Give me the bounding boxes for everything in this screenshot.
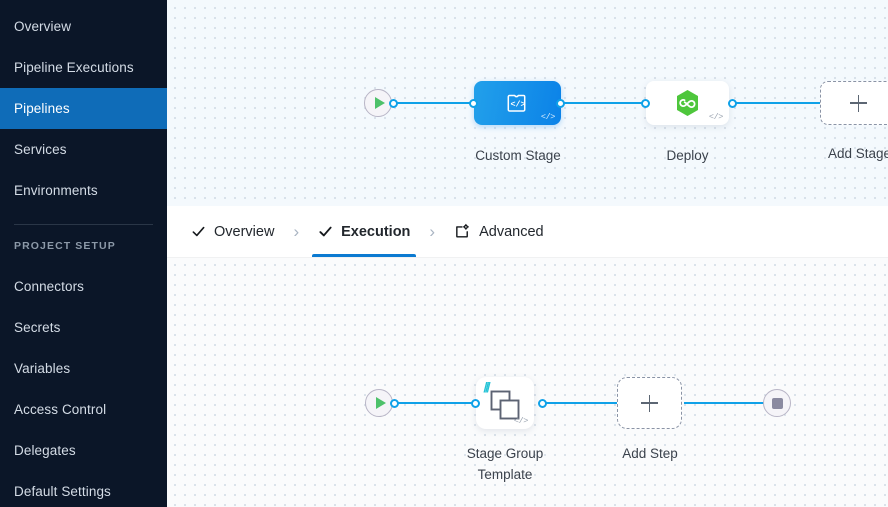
sidebar-item-label: Secrets bbox=[14, 320, 61, 335]
stage-node-custom-stage[interactable]: </> </> bbox=[474, 81, 561, 125]
add-step-button[interactable] bbox=[617, 377, 682, 429]
sidebar-item-label: Access Control bbox=[14, 402, 107, 417]
sidebar-item-connectors[interactable]: Connectors bbox=[0, 266, 167, 307]
port-deploy-in[interactable] bbox=[641, 99, 650, 108]
start-play-node[interactable] bbox=[365, 389, 393, 417]
port-stage-group-template-out[interactable] bbox=[538, 399, 547, 408]
tab-label: Advanced bbox=[479, 223, 544, 240]
sidebar-item-label: Delegates bbox=[14, 443, 76, 458]
plus-icon-vertical bbox=[857, 94, 860, 112]
step-label-stage-group-template: Stage Group Template bbox=[466, 446, 544, 482]
code-badge-icon: </> bbox=[513, 416, 529, 426]
plus-icon-vertical bbox=[648, 394, 651, 412]
edge-stage-group-template-to-add-step bbox=[543, 402, 617, 404]
stage-label-custom-stage: Custom Stage bbox=[475, 148, 561, 163]
stage-group-stacked-squares-icon bbox=[490, 390, 520, 419]
sidebar-item-overview[interactable]: Overview bbox=[0, 6, 167, 47]
tab-overview[interactable]: Overview bbox=[183, 206, 282, 257]
port-custom-stage-in[interactable] bbox=[469, 99, 478, 108]
tab-advanced[interactable]: Advanced bbox=[446, 206, 552, 257]
start-play-node[interactable] bbox=[364, 89, 392, 117]
sidebar-item-label: Connectors bbox=[14, 279, 85, 294]
edge-custom-stage-to-deploy bbox=[560, 102, 650, 104]
sidebar-item-label: Services bbox=[14, 142, 67, 157]
check-icon bbox=[319, 226, 332, 237]
play-icon bbox=[374, 97, 385, 109]
port-custom-stage-out[interactable] bbox=[556, 99, 565, 108]
sidebar-item-pipelines[interactable]: Pipelines bbox=[0, 88, 167, 129]
step-label-add-step: Add Step bbox=[622, 446, 678, 461]
stage-tab-bar: Overview › Execution › Advanced bbox=[167, 206, 888, 257]
port-stage-group-template-in[interactable] bbox=[471, 399, 480, 408]
sidebar-item-variables[interactable]: Variables bbox=[0, 348, 167, 389]
step-node-stage-group-template[interactable]: ||| </> bbox=[476, 377, 534, 429]
port-deploy-out[interactable] bbox=[728, 99, 737, 108]
edge-start-to-stage-group-template bbox=[395, 402, 479, 404]
step-graph-canvas[interactable]: ||| </> Stage Group Template Add Step bbox=[167, 257, 888, 507]
harness-cd-hexagon-icon bbox=[677, 90, 698, 116]
code-badge-icon: </> bbox=[708, 112, 724, 122]
sidebar-item-label: Pipeline Executions bbox=[14, 60, 134, 75]
stage-graph-canvas[interactable]: </> </> Custom Stage </> Deploy bbox=[167, 0, 888, 206]
stage-label-deploy: Deploy bbox=[666, 148, 709, 163]
stage-label-add-stage: Add Stage bbox=[827, 146, 888, 161]
tab-separator-2: › bbox=[429, 222, 436, 241]
custom-stage-icon: </> bbox=[507, 94, 525, 112]
sidebar-divider bbox=[14, 224, 153, 225]
sidebar-item-delegates[interactable]: Delegates bbox=[0, 430, 167, 471]
stop-icon bbox=[771, 397, 783, 409]
port-start-out[interactable] bbox=[389, 99, 398, 108]
main-content: </> </> Custom Stage </> Deploy bbox=[167, 0, 888, 507]
end-stop-node[interactable] bbox=[763, 389, 791, 417]
play-icon bbox=[375, 397, 386, 409]
tab-label: Execution bbox=[341, 223, 411, 240]
advanced-icon bbox=[456, 223, 470, 238]
stage-node-layer: </> </> Custom Stage </> Deploy bbox=[167, 0, 888, 206]
sidebar-item-default-settings[interactable]: Default Settings bbox=[0, 471, 167, 507]
tab-execution[interactable]: Execution bbox=[310, 206, 418, 257]
sidebar-item-environments[interactable]: Environments bbox=[0, 170, 167, 211]
sidebar: Overview Pipeline Executions Pipelines S… bbox=[0, 0, 167, 507]
check-icon bbox=[192, 226, 205, 237]
edge-add-step-to-end bbox=[684, 402, 772, 404]
tab-label: Overview bbox=[214, 223, 275, 240]
sidebar-item-label: Overview bbox=[14, 19, 72, 34]
sidebar-item-label: Default Settings bbox=[14, 484, 111, 499]
sidebar-item-pipeline-executions[interactable]: Pipeline Executions bbox=[0, 47, 167, 88]
sidebar-item-label: Environments bbox=[14, 183, 98, 198]
svg-text:</>: </> bbox=[510, 100, 525, 110]
edge-start-to-custom-stage bbox=[394, 102, 479, 104]
sidebar-item-label: Pipelines bbox=[14, 101, 70, 116]
tab-separator-1: › bbox=[293, 222, 300, 241]
sidebar-item-access-control[interactable]: Access Control bbox=[0, 389, 167, 430]
sidebar-item-label: Variables bbox=[14, 361, 71, 376]
add-stage-button[interactable] bbox=[820, 81, 888, 125]
step-node-layer: ||| </> Stage Group Template Add Step bbox=[167, 257, 888, 507]
sidebar-section-project-setup: PROJECT SETUP bbox=[14, 239, 116, 252]
edge-deploy-to-add-stage bbox=[733, 102, 828, 104]
code-badge-icon: </> bbox=[540, 112, 556, 122]
port-start-out[interactable] bbox=[390, 399, 399, 408]
sidebar-item-services[interactable]: Services bbox=[0, 129, 167, 170]
sidebar-item-secrets[interactable]: Secrets bbox=[0, 307, 167, 348]
stage-node-deploy[interactable]: </> bbox=[646, 81, 729, 125]
